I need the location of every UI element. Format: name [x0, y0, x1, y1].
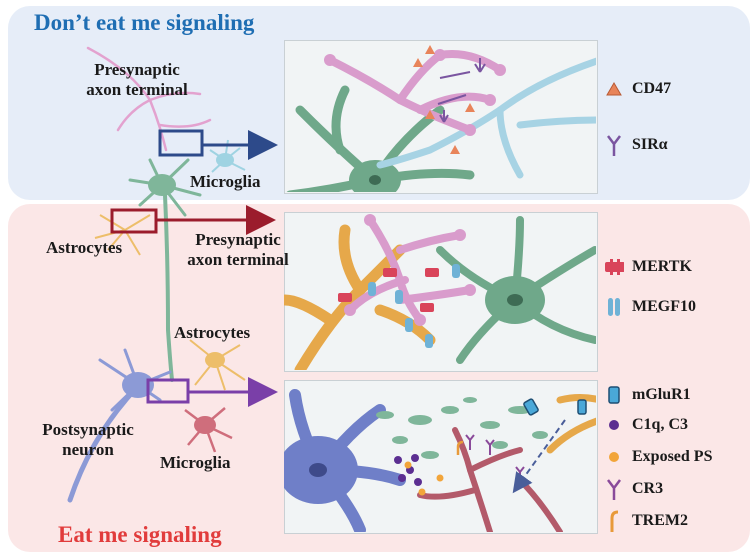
legend-mertk: MERTK	[604, 256, 692, 278]
triangle-icon	[604, 78, 624, 100]
rect-receptor-icon	[604, 384, 624, 406]
hook-icon	[604, 510, 624, 532]
postsynaptic-neuron-overview	[67, 348, 172, 503]
legend-label: CR3	[632, 480, 664, 497]
legend-sira: SIRα	[604, 134, 668, 156]
megf10-receptor-icon	[604, 296, 624, 318]
presynaptic-axon-overview	[86, 46, 212, 152]
label-presynaptic-top: Presynaptic axon terminal	[86, 60, 188, 99]
dont-eat-me-title: Don’t eat me signaling	[34, 10, 255, 35]
legend-mglur1: mGluR1	[604, 384, 691, 406]
zoom-box-mid	[110, 208, 158, 234]
legend-label: MEGF10	[632, 298, 696, 315]
microglia-overview-soma	[216, 153, 234, 167]
legend-cr3: CR3	[604, 478, 663, 500]
orange-dot-icon	[604, 446, 624, 468]
microglia-overview-bottom-soma	[194, 416, 216, 434]
legend-trem2: TREM2	[604, 510, 688, 532]
mertk-receptor-icon	[604, 256, 624, 278]
legend-exposed-ps: Exposed PS	[604, 446, 712, 468]
eat-me-title: Eat me signaling	[58, 522, 222, 547]
zoom-box-bottom	[146, 378, 190, 404]
legend-label: TREM2	[632, 512, 688, 529]
label-microglia-bottom: Microglia	[160, 453, 231, 472]
green-neuron-soma	[148, 174, 176, 196]
inset-1-drawing	[286, 45, 596, 192]
legend-label: Exposed PS	[632, 448, 713, 465]
microglia-overview-top	[209, 139, 246, 173]
postsynaptic-neuron-soma	[122, 372, 154, 398]
label-astrocytes-left: Astrocytes	[46, 238, 123, 257]
legend-label: CD47	[632, 80, 672, 97]
inset-2-drawing	[284, 214, 596, 370]
y-receptor-icon	[604, 134, 624, 156]
label-postsynaptic: Postsynaptic neuron	[42, 420, 134, 459]
legend-cd47: CD47	[604, 78, 671, 100]
astrocyte-overview-soma	[205, 352, 225, 368]
legend-label: MERTK	[632, 258, 692, 275]
purple-dot-icon	[604, 414, 624, 436]
label-presynaptic-mid: Presynaptic axon terminal	[187, 230, 289, 269]
legend-label: SIRα	[632, 136, 668, 153]
label-microglia-top: Microglia	[190, 172, 261, 191]
label-astrocytes-mid: Astrocytes	[174, 323, 251, 342]
legend-label: mGluR1	[632, 386, 691, 403]
astrocyte-overview-right	[189, 339, 246, 391]
microglia-overview-bottom	[184, 407, 233, 453]
legend-megf10: MEGF10	[604, 296, 696, 318]
legend-label: C1q, C3	[632, 416, 689, 433]
y-receptor-icon	[604, 478, 624, 500]
inset-3-drawing	[284, 389, 596, 532]
zoom-box-top	[158, 129, 204, 157]
green-neuron-overview	[128, 158, 202, 382]
legend-c1q-c3: C1q, C3	[604, 414, 688, 436]
